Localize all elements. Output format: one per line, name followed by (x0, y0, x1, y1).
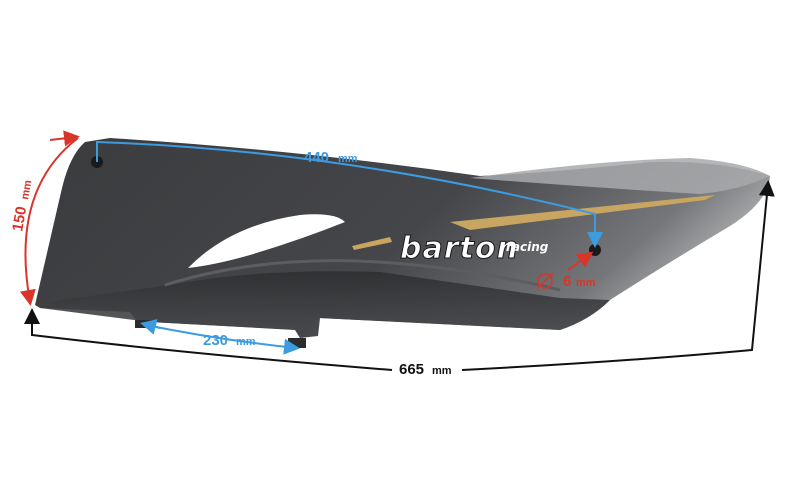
logo-chevrons (352, 237, 392, 250)
dim-arrow-150-top (49, 130, 80, 147)
dim-line-6 (567, 251, 594, 271)
logo-tagline: racing (506, 240, 549, 254)
dim-unit-665: mm (432, 365, 452, 377)
dim-value-665: 665 (399, 361, 424, 378)
dim-line-665-left (24, 308, 393, 371)
logo-brand: barton (400, 231, 519, 266)
dim-line-230 (145, 324, 300, 355)
dim-value-150: 150 (9, 205, 30, 233)
dim-line-150 (20, 137, 79, 306)
side-panel-lower (40, 271, 610, 330)
panel-contour (164, 259, 561, 292)
dim-line-665-right (461, 180, 775, 371)
dim-value-6: 6 (563, 273, 571, 290)
dim-line-440 (96, 140, 603, 248)
dim-unit-6: mm (576, 277, 596, 289)
dim-value-440: 440 (304, 149, 329, 166)
dim-unit-440: mm (338, 153, 358, 165)
diameter-slash (536, 272, 554, 290)
dim-unit-150: mm (19, 179, 34, 201)
diameter-symbol (537, 273, 553, 289)
dim-unit-230: mm (236, 336, 256, 348)
dim-arrow-230-left (140, 319, 161, 335)
panel-cutout (188, 214, 345, 268)
panel-highlight (470, 158, 770, 194)
gold-stripe (450, 195, 715, 230)
dim-value-230: 230 (203, 332, 228, 349)
mount-hole-right (589, 244, 601, 256)
